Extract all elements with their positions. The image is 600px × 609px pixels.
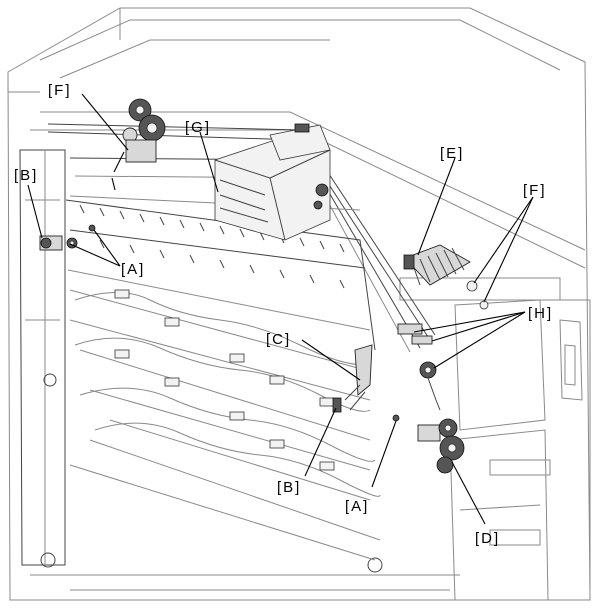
callout-f-right: [F]	[523, 182, 547, 199]
sensor-roller-assembly	[397, 323, 441, 411]
comb-assembly	[403, 244, 471, 286]
callout-a-left: [A]	[121, 261, 145, 278]
callout-labels: [F] [G] [E] [F] [B] [A] [H] [C] [B] [A] …	[14, 82, 553, 547]
callout-b-center: [B]	[277, 479, 301, 496]
screw-right	[392, 414, 400, 422]
machine-housing	[7, 7, 591, 601]
callout-h: [H]	[528, 305, 553, 322]
scanner-unit	[214, 123, 331, 241]
callout-c: [C]	[266, 331, 291, 348]
callout-b-left: [B]	[14, 167, 38, 184]
callout-f-top: [F]	[48, 82, 72, 99]
paper-trays	[65, 199, 381, 561]
callout-d: [D]	[475, 530, 500, 547]
callout-g: [G]	[185, 119, 211, 136]
screw-left	[88, 224, 96, 232]
callout-e: [E]	[440, 145, 464, 162]
gear-assembly-top-left	[111, 98, 166, 191]
small-parts-right	[466, 280, 489, 310]
callout-a-right: [A]	[345, 498, 369, 515]
lever	[344, 344, 373, 411]
leader-lines	[27, 93, 534, 525]
left-roller	[39, 235, 78, 251]
sensor-center	[332, 397, 342, 413]
gear-train-lower-right	[417, 418, 465, 474]
